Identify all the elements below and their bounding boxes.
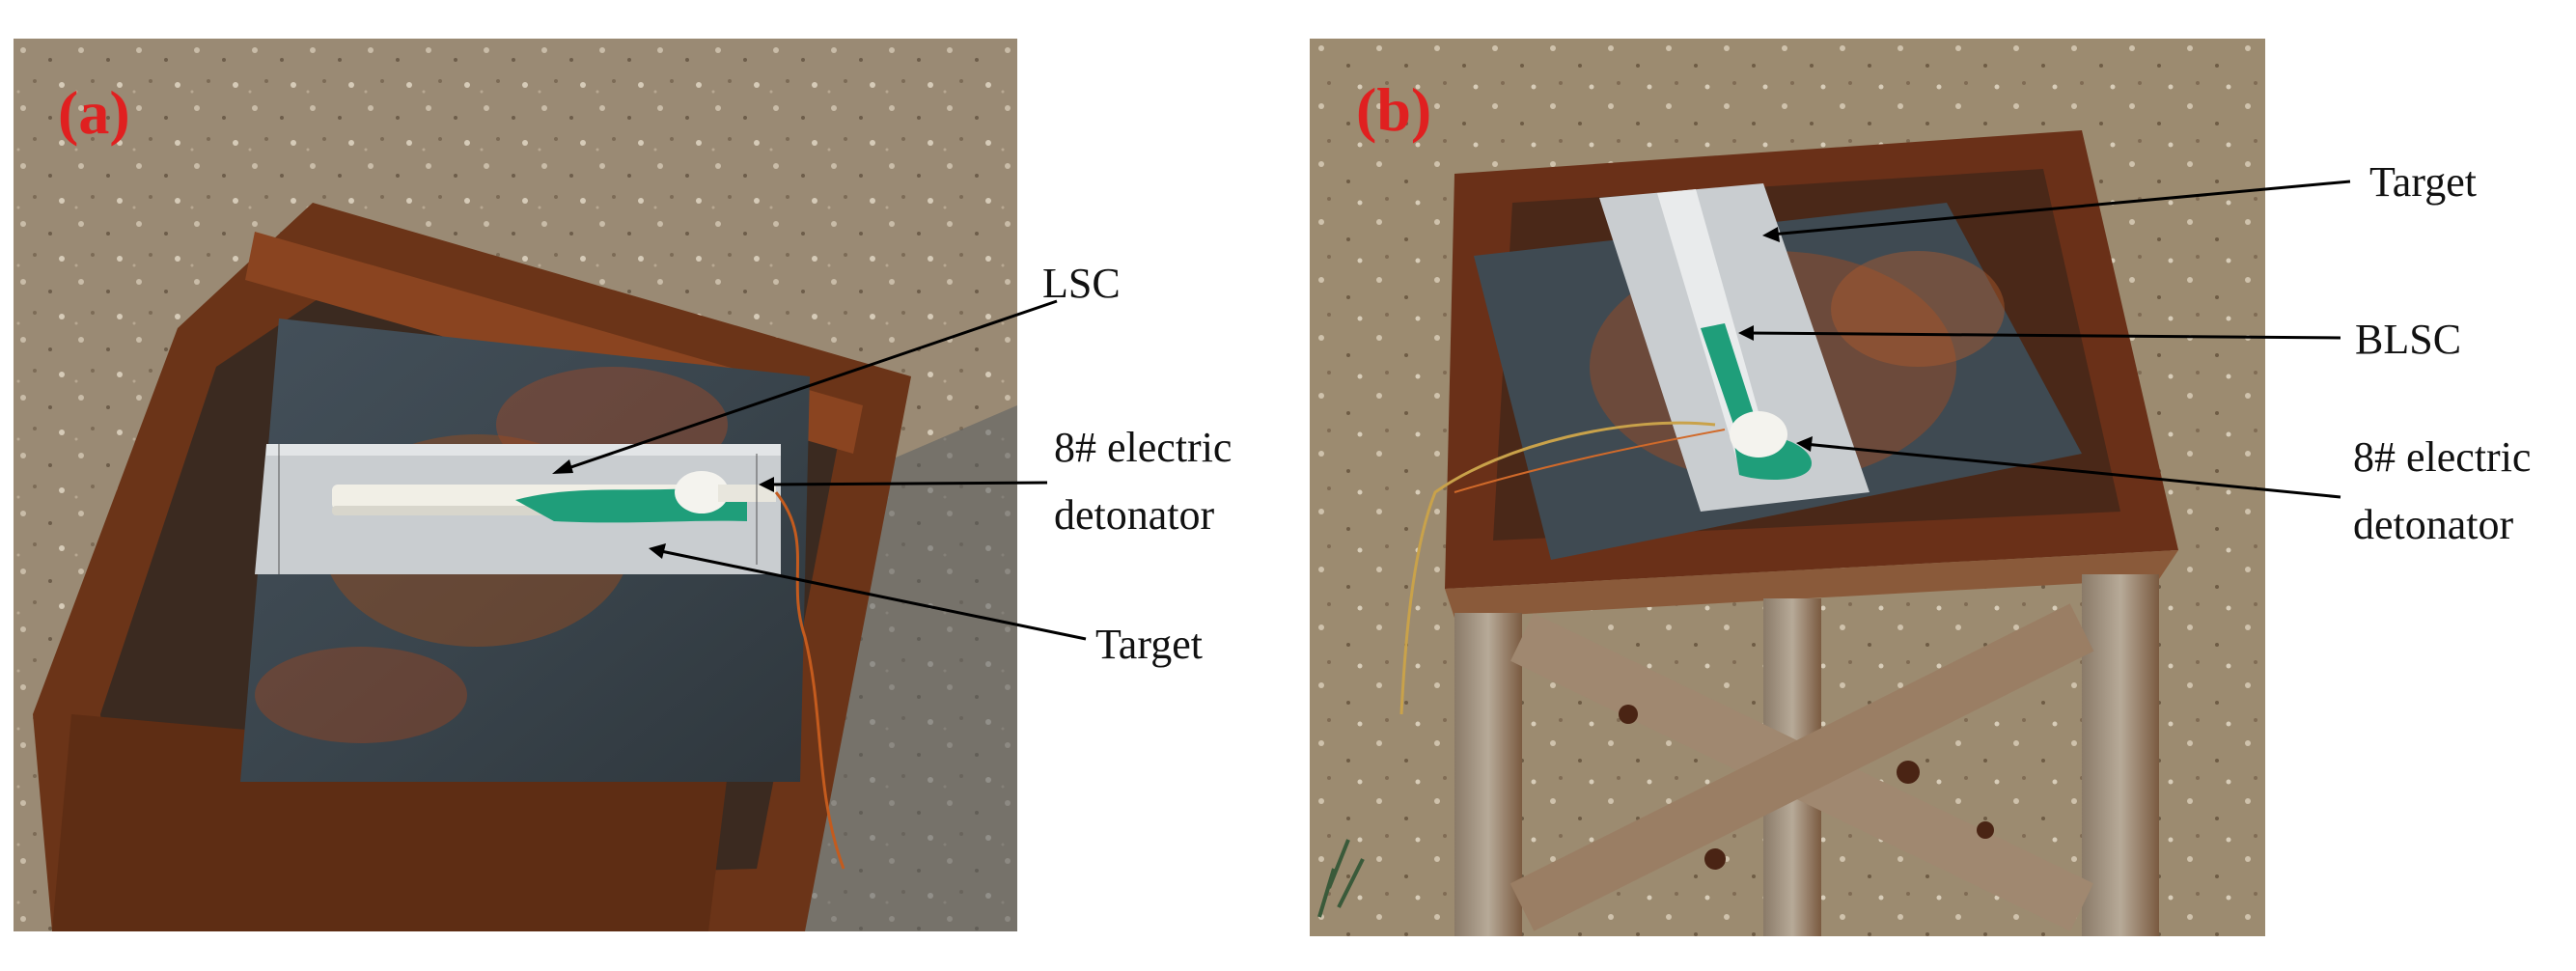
photo-a (14, 39, 1017, 931)
arrowhead-lsc (552, 459, 573, 474)
arrowhead-target-a (649, 543, 666, 559)
callout-target-a: Target (1095, 621, 1203, 668)
callout-detonator-a-line1: 8# electric (1054, 424, 1233, 471)
arrowhead-blsc (1738, 325, 1754, 341)
leader-line-lsc (559, 299, 1058, 473)
photo-a-illustration (14, 39, 1017, 931)
leader-line-target-b (1770, 180, 2351, 236)
callout-blsc: BLSC (2355, 316, 2462, 363)
arrowhead-detonator-b (1796, 436, 1813, 452)
panel-label-b: (b) (1356, 75, 1432, 144)
callout-lsc: LSC (1042, 260, 1121, 307)
callout-detonator-a-line2: detonator (1054, 491, 1215, 539)
leader-line-detonator-b (1804, 442, 2341, 499)
leader-line-target-a (655, 548, 1087, 641)
leader-line-blsc (1746, 331, 2341, 340)
callout-detonator-b-line2: detonator (2353, 501, 2514, 548)
photo-b-illustration (1310, 39, 2265, 936)
photo-b (1310, 39, 2265, 936)
leader-line-detonator-a (766, 481, 1048, 486)
panel-label-a: (a) (58, 78, 130, 147)
callout-target-b: Target (2369, 158, 2477, 206)
arrowhead-target-b (1762, 227, 1780, 242)
arrowhead-detonator-a (759, 477, 774, 492)
callout-detonator-b-line1: 8# electric (2353, 433, 2532, 481)
